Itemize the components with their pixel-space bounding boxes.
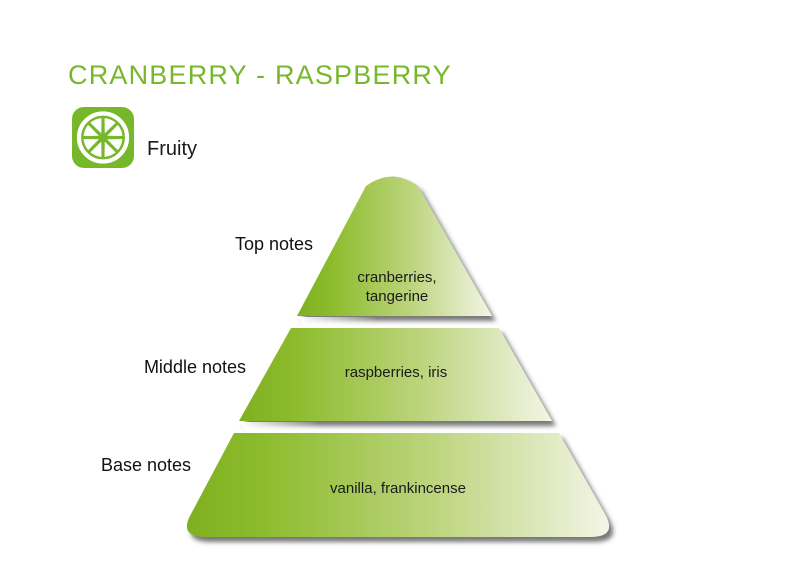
base-notes-ingredients: vanilla, frankincense [330, 480, 466, 497]
page-title: CRANBERRY - RASPBERRY [68, 60, 452, 90]
category-badge: Fruity [72, 107, 272, 169]
pyramid-section-top [297, 176, 492, 316]
divider-highlight-1 [298, 317, 380, 327]
category-label: Fruity [147, 138, 197, 160]
middle-notes-ingredients: raspberries, iris [344, 364, 448, 381]
top-notes-line-1: cranberries, [357, 269, 437, 286]
top-notes-ingredients: cranberries, tangerine [357, 268, 436, 306]
level-label-top-notes: Top notes [234, 234, 313, 254]
divider-highlight-2 [240, 422, 322, 432]
pyramid-section-base [186, 433, 610, 537]
top-notes-line-2: tangerine [365, 288, 429, 305]
level-label-base-notes: Base notes [100, 455, 191, 475]
pyramid-section-middle [239, 328, 552, 421]
citrus-slice-icon [72, 107, 134, 168]
level-label-middle-notes: Middle notes [143, 357, 246, 377]
